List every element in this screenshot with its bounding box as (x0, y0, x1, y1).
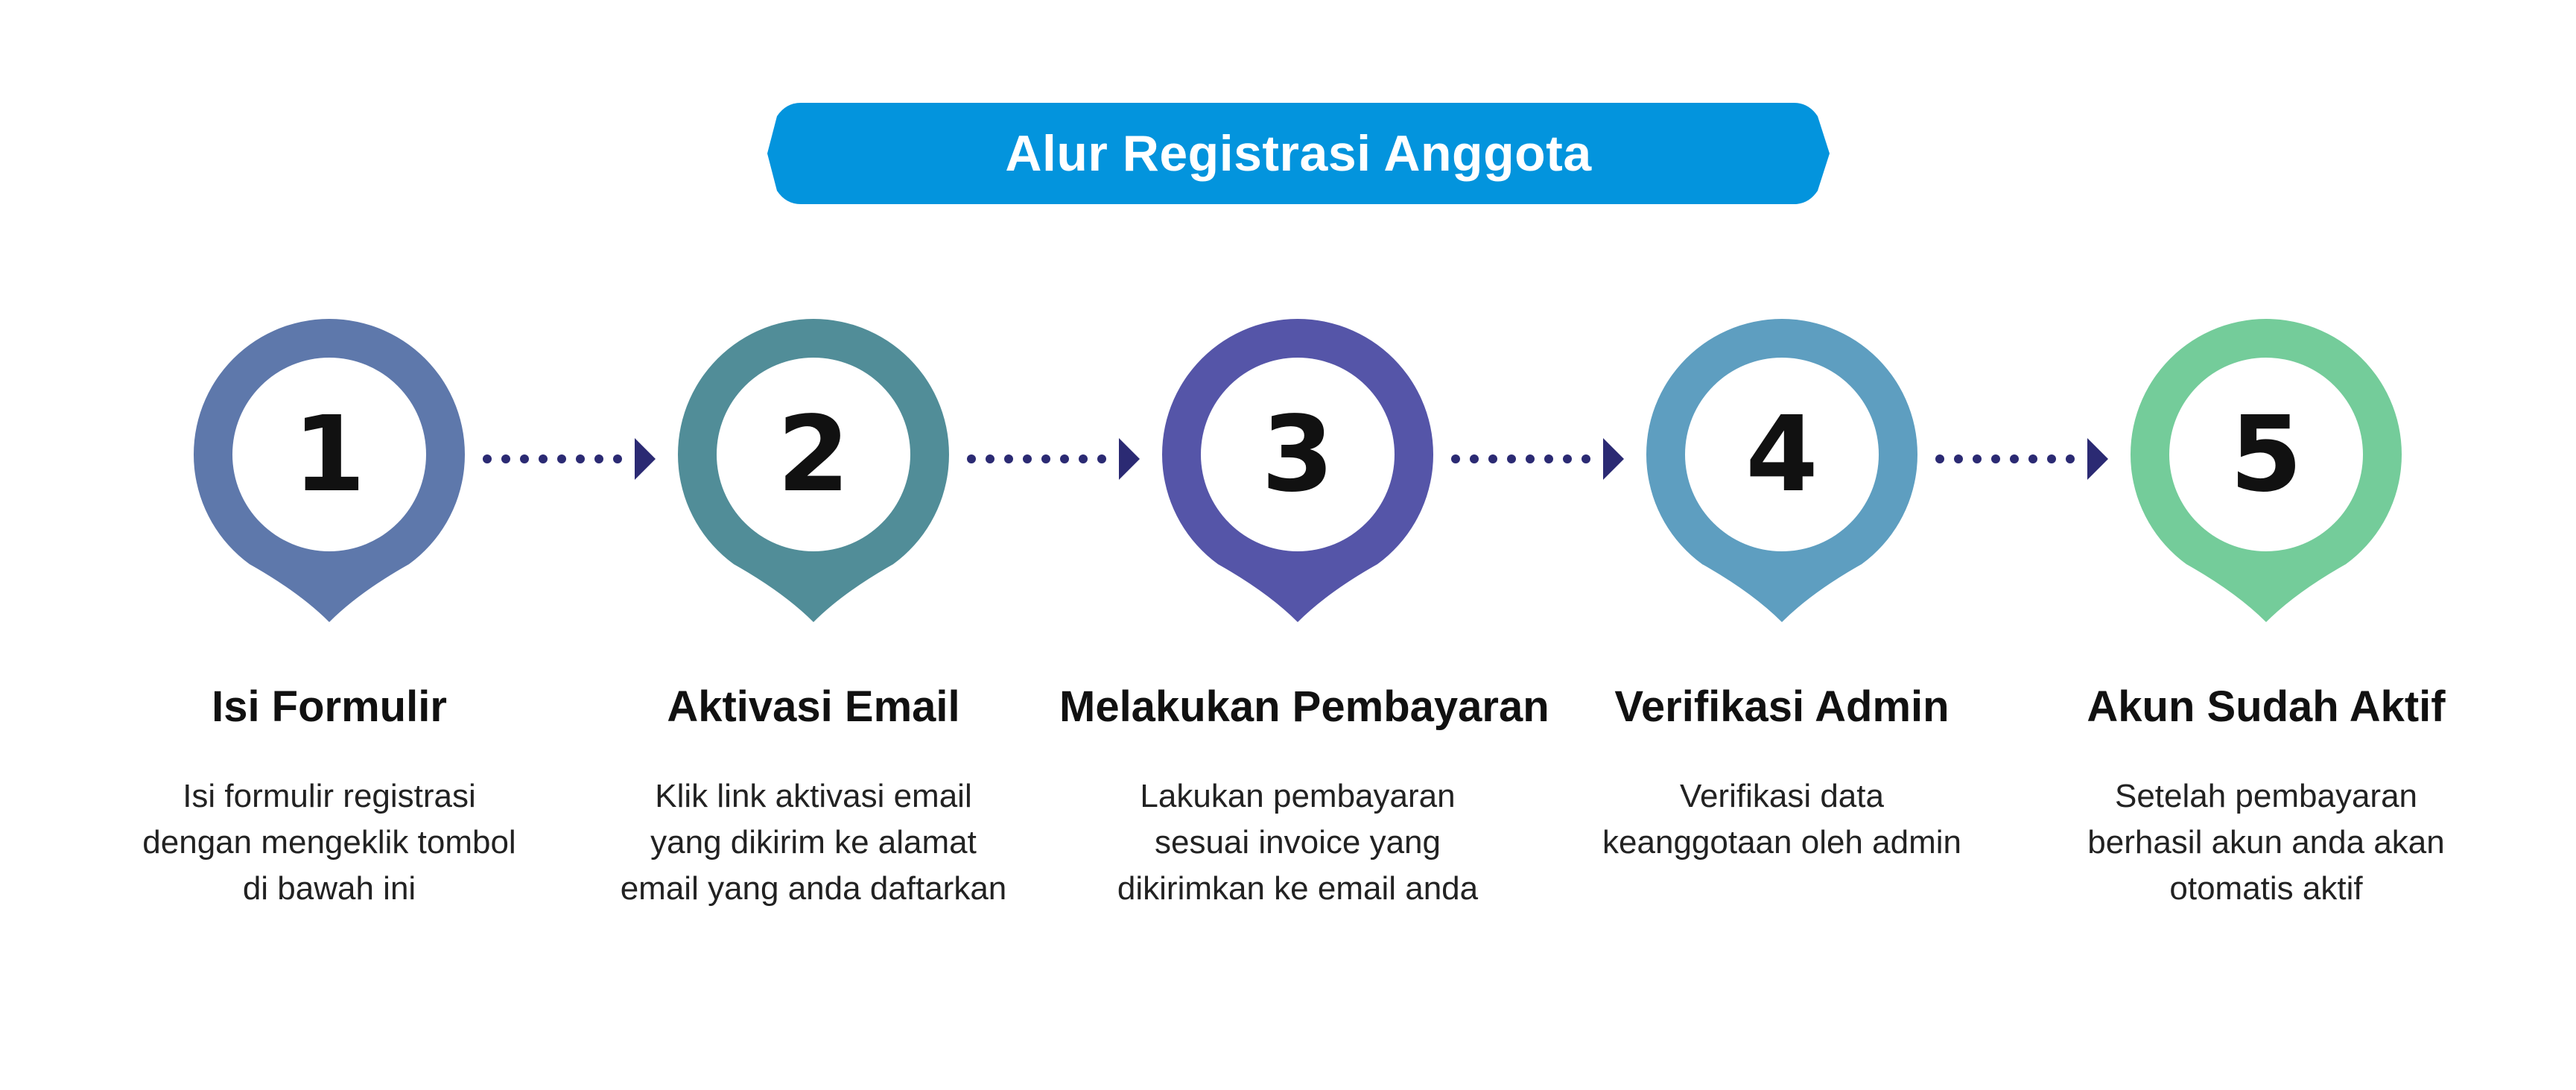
connector-dot (1488, 454, 1497, 463)
connector-dot (986, 454, 994, 463)
step-3-title: Melakukan Pembayaran (1059, 682, 1549, 731)
step-5-description-line: otomatis aktif (2169, 870, 2363, 907)
connector-dot (1544, 454, 1553, 463)
connector-dot (1526, 454, 1535, 463)
step-3-description: Lakukan pembayaran sesuai invoice yang d… (1074, 773, 1521, 912)
step-3-pin-icon (1161, 319, 1433, 622)
connector-dot (1935, 454, 1944, 463)
step-3-description-line: sesuai invoice yang (1154, 824, 1441, 861)
connector-dot (1582, 454, 1590, 463)
connector-dot (520, 454, 529, 463)
connector-dot (1563, 454, 1572, 463)
connector-dot (1954, 454, 1963, 463)
step-4-number: 4 (1745, 393, 1818, 516)
connector-dot (1023, 454, 1032, 463)
step-2-description: Klik link aktivasi email yang dikirim ke… (590, 773, 1037, 912)
connector-dot (1470, 454, 1479, 463)
step-5-description-line: Setelah pembayaran (2114, 778, 2418, 814)
step-5-pin-icon (2131, 319, 2402, 622)
step-4-title: Verifikasi Admin (1614, 682, 1950, 731)
step-2-title: Aktivasi Email (667, 682, 960, 731)
step-4-description-line: keanggotaan oleh admin (1602, 824, 1961, 861)
connector-dot (1079, 454, 1088, 463)
step-5-description: Setelah pembayaran berhasil akun anda ak… (2043, 773, 2490, 912)
step-5-number: 5 (2230, 393, 2303, 516)
connector-dot (1060, 454, 1069, 463)
connector-dot (1041, 454, 1050, 463)
pin-inner-circle (717, 358, 910, 551)
step-1-title: Isi Formulir (212, 682, 447, 731)
connector-dot (2028, 454, 2037, 463)
pin-inner-circle (1201, 358, 1395, 551)
step-1-description-line: di bawah ini (242, 870, 416, 907)
pin-inner-circle (2169, 358, 2363, 551)
step-3-description-line: dikirimkan ke email anda (1117, 870, 1479, 907)
connector-dot (594, 454, 603, 463)
connector-arrow-3 (1451, 438, 1624, 480)
connector-dot (1097, 454, 1106, 463)
step-4-pin-icon (1646, 319, 1917, 622)
connector-arrow-2 (967, 438, 1140, 480)
step-2-pin-icon (678, 319, 949, 622)
step-2-number: 2 (777, 393, 850, 516)
step-1-number: 1 (293, 393, 366, 516)
step-3-description-line: Lakukan pembayaran (1140, 778, 1456, 814)
connector-dot (1973, 454, 1982, 463)
connector-dot (557, 454, 566, 463)
connector-dot (1451, 454, 1460, 463)
connector-dot (483, 454, 492, 463)
connector-dot (501, 454, 510, 463)
connector-dot (613, 454, 622, 463)
step-1-description-line: Isi formulir registrasi (183, 778, 476, 814)
connector-dot (2066, 454, 2075, 463)
connector-arrow-1 (483, 438, 656, 480)
banner-title: Alur Registrasi Anggota (1005, 125, 1592, 182)
arrowhead-icon (635, 438, 656, 480)
step-2-description-line: email yang anda daftarkan (620, 870, 1007, 907)
step-2-description-line: Klik link aktivasi email (655, 778, 972, 814)
pin-inner-circle (1685, 358, 1879, 551)
step-3-number: 3 (1261, 393, 1334, 516)
connector-dot (539, 454, 548, 463)
arrowhead-icon (2087, 438, 2108, 480)
pin-inner-circle (232, 358, 426, 551)
step-2-description-line: yang dikirim ke alamat (650, 824, 977, 861)
connector-dot (1991, 454, 2000, 463)
step-5-description-line: berhasil akun anda akan (2087, 824, 2445, 861)
step-1-pin-icon (194, 319, 465, 622)
arrowhead-icon (1603, 438, 1624, 480)
connector-dot (967, 454, 976, 463)
connector-dot (2010, 454, 2019, 463)
connector-dot (576, 454, 585, 463)
connector-dot (1507, 454, 1516, 463)
step-1-description-line: dengan mengeklik tombol (142, 824, 516, 861)
title-banner (767, 103, 1830, 204)
step-4-description: Verifikasi data keanggotaan oleh admin (1558, 773, 2005, 866)
connector-arrow-4 (1935, 438, 2108, 480)
step-4-description-line: Verifikasi data (1680, 778, 1884, 814)
connector-dot (2047, 454, 2056, 463)
step-5-title: Akun Sudah Aktif (2087, 682, 2446, 731)
arrowhead-icon (1119, 438, 1140, 480)
connector-dot (1004, 454, 1013, 463)
step-1-description: Isi formulir registrasi dengan mengeklik… (106, 773, 553, 912)
